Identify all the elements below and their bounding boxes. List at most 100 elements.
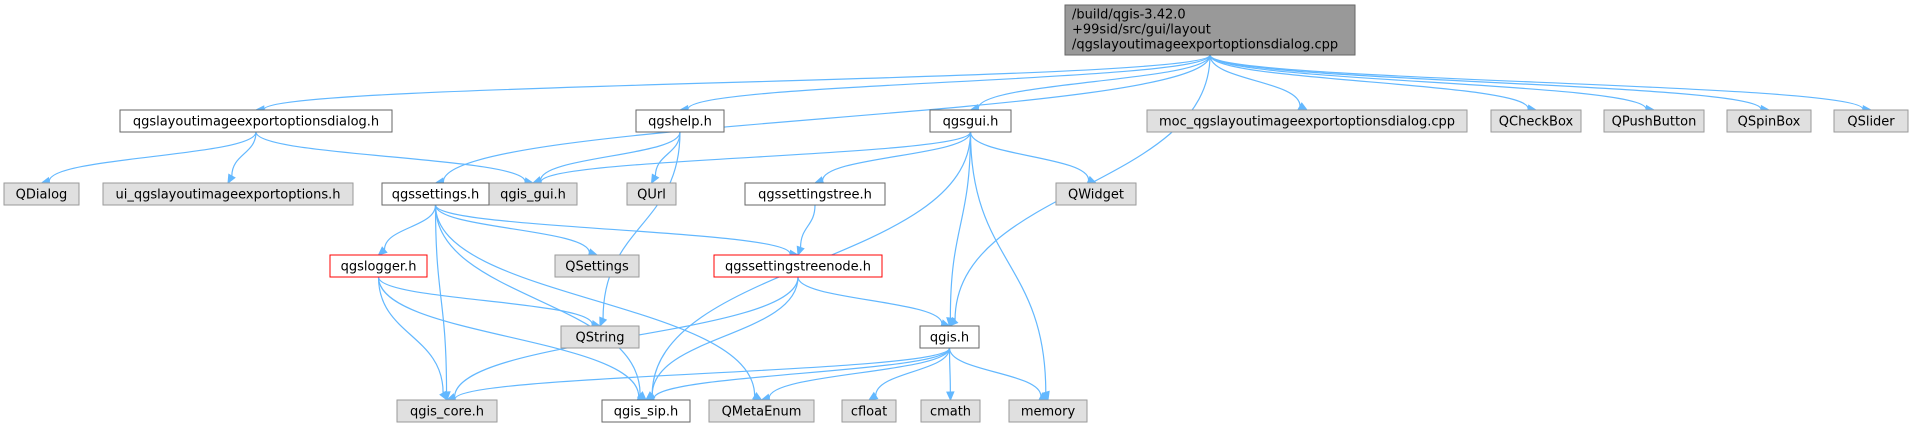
node-box xyxy=(919,325,980,349)
node-qgis_h[interactable]: qgis.h xyxy=(919,325,980,349)
edge-qgssettings-to-qmetaenum xyxy=(434,204,763,401)
node-box xyxy=(1055,182,1137,206)
edge-treenode-to-qgis_h xyxy=(797,276,951,328)
node-qspinbox[interactable]: QSpinBox xyxy=(1726,109,1812,133)
node-box xyxy=(554,254,640,278)
node-label: QSlider xyxy=(1847,115,1895,130)
node-label: qgssettingstree.h xyxy=(758,188,872,203)
dependency-edges xyxy=(40,54,1873,404)
node-qslider[interactable]: QSlider xyxy=(1833,109,1909,133)
node-qurl[interactable]: QUrl xyxy=(626,182,677,206)
node-label: qgis.h xyxy=(930,331,969,346)
node-label: /qgslayoutimageexportoptionsdialog.cpp xyxy=(1072,38,1338,53)
node-label: qgis_gui.h xyxy=(500,188,566,203)
node-qcheckbox[interactable]: QCheckBox xyxy=(1490,109,1582,133)
edge-qgis_h-to-cfloat xyxy=(867,347,951,401)
node-qgslogger[interactable]: qgslogger.h xyxy=(329,254,428,278)
node-box xyxy=(3,182,80,206)
edge-settingstree-to-treenode xyxy=(796,204,816,257)
node-label: QCheckBox xyxy=(1499,115,1574,130)
edge-qgis_h-to-memory xyxy=(948,347,1050,401)
edge-root-to-dialog_h xyxy=(254,54,1211,114)
node-qgis_gui[interactable]: qgis_gui.h xyxy=(488,182,578,206)
node-label: QUrl xyxy=(637,188,666,203)
node-box xyxy=(1490,109,1582,133)
edge-root-to-qgssettings xyxy=(434,54,1211,186)
node-qstring[interactable]: QString xyxy=(560,325,640,349)
node-label: qgssettingstreenode.h xyxy=(725,260,871,275)
node-memory[interactable]: memory xyxy=(1008,399,1088,423)
node-box xyxy=(601,399,691,423)
node-box xyxy=(560,325,640,349)
edge-dialog_h-to-qgis_gui xyxy=(255,131,535,186)
edge-qgslogger-to-qgis_core xyxy=(377,276,448,402)
node-treenode[interactable]: qgssettingstreenode.h xyxy=(713,254,883,278)
node-box xyxy=(929,109,1012,133)
node-box xyxy=(329,254,428,278)
node-qpushbutton[interactable]: QPushButton xyxy=(1603,109,1705,133)
node-box xyxy=(1833,109,1909,133)
node-label: qgslogger.h xyxy=(341,260,417,275)
node-label: memory xyxy=(1021,405,1076,420)
node-ui_h[interactable]: ui_qgslayoutimageexportoptions.h xyxy=(102,182,354,206)
node-qgis_core[interactable]: qgis_core.h xyxy=(396,399,498,423)
node-qgssettings[interactable]: qgssettings.h xyxy=(381,182,490,206)
node-qsettings[interactable]: QSettings xyxy=(554,254,640,278)
node-label: /build/qgis-3.42.0 xyxy=(1072,8,1186,23)
node-label: cfloat xyxy=(851,405,887,420)
edge-qgsgui-to-qwidget xyxy=(969,131,1098,184)
node-box xyxy=(381,182,490,206)
node-box xyxy=(744,182,886,206)
node-box xyxy=(920,399,981,423)
edge-qgsgui-to-qgis_h xyxy=(946,131,972,328)
edge-qgssettings-to-treenode xyxy=(434,204,800,259)
node-dialog_h[interactable]: qgslayoutimageexportoptionsdialog.h xyxy=(119,109,393,133)
edge-treenode-to-qgis_sip xyxy=(645,276,799,401)
node-label: qgshelp.h xyxy=(648,115,712,130)
node-label: QSettings xyxy=(565,260,629,275)
node-label: qgsgui.h xyxy=(943,115,999,130)
node-qwidget[interactable]: QWidget xyxy=(1055,182,1137,206)
node-label: moc_qgslayoutimageexportoptionsdialog.cp… xyxy=(1159,115,1455,130)
node-box xyxy=(396,399,498,423)
edge-dialog_h-to-ui_h xyxy=(227,131,257,185)
edge-qgshelp-to-qurl xyxy=(650,131,681,185)
node-label: QSpinBox xyxy=(1738,115,1801,130)
node-root[interactable]: /build/qgis-3.42.0+99sid/src/gui/layout/… xyxy=(1064,4,1356,56)
node-label: qgslayoutimageexportoptionsdialog.h xyxy=(133,115,379,130)
node-qgshelp[interactable]: qgshelp.h xyxy=(635,109,725,133)
node-qgis_sip[interactable]: qgis_sip.h xyxy=(601,399,691,423)
node-label: qgssettings.h xyxy=(392,188,480,203)
edge-qgis_h-to-cmath xyxy=(946,347,955,402)
edge-root-to-qslider xyxy=(1209,54,1873,114)
node-box xyxy=(1603,109,1705,133)
edge-qgshelp-to-qgis_gui xyxy=(531,131,681,185)
node-label: QDialog xyxy=(16,188,68,203)
edge-qgssettings-to-qgis_sip xyxy=(434,204,647,401)
node-cfloat[interactable]: cfloat xyxy=(841,399,897,423)
node-label: ui_qgslayoutimageexportoptions.h xyxy=(115,188,340,203)
node-cmath[interactable]: cmath xyxy=(920,399,981,423)
edge-root-to-qcheckbox xyxy=(1209,54,1538,113)
node-box xyxy=(708,399,815,423)
node-box xyxy=(635,109,725,133)
node-qmetaenum[interactable]: QMetaEnum xyxy=(708,399,815,423)
edge-qgssettings-to-qgslogger xyxy=(377,204,437,256)
node-moc[interactable]: moc_qgslayoutimageexportoptionsdialog.cp… xyxy=(1146,109,1468,133)
node-qdialog[interactable]: QDialog xyxy=(3,182,80,206)
edge-root-to-qspinbox xyxy=(1209,54,1771,114)
node-label: QString xyxy=(575,331,624,346)
edge-qgssettings-to-qsettings xyxy=(434,204,599,257)
node-box xyxy=(1064,4,1356,56)
node-label: QMetaEnum xyxy=(722,405,802,420)
node-box xyxy=(102,182,354,206)
node-qgsgui[interactable]: qgsgui.h xyxy=(929,109,1012,133)
node-box xyxy=(1726,109,1812,133)
edge-qgsgui-to-memory xyxy=(969,131,1050,402)
node-settingstree[interactable]: qgssettingstree.h xyxy=(744,182,886,206)
node-box xyxy=(713,254,883,278)
node-box xyxy=(1146,109,1468,133)
node-label: qgis_sip.h xyxy=(614,405,678,420)
node-label: qgis_core.h xyxy=(410,405,484,420)
node-box xyxy=(119,109,393,133)
